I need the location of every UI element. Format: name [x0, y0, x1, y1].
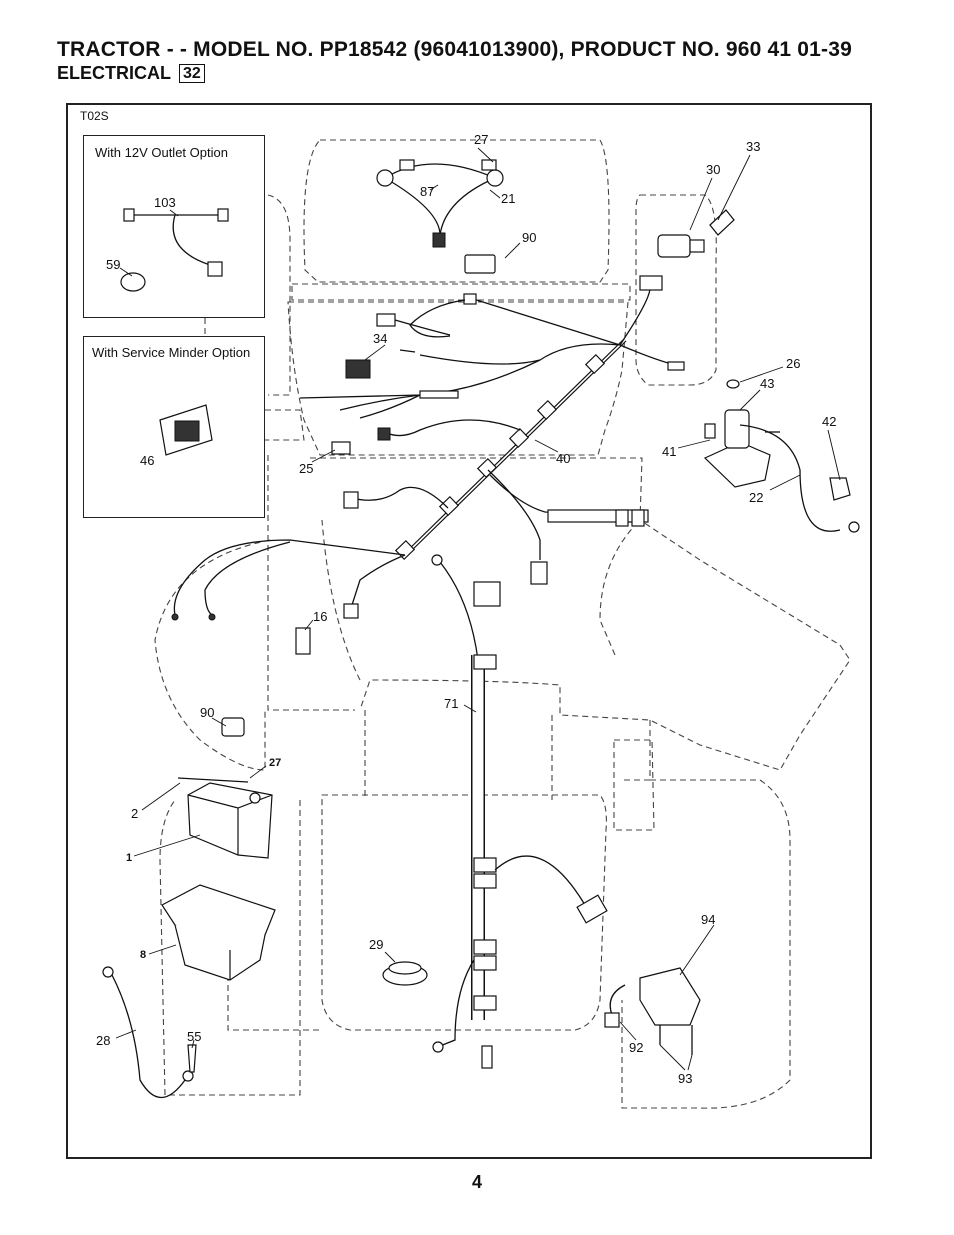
tractor-outline	[154, 139, 851, 1109]
outlet-harness	[120, 208, 229, 292]
callout-42: 42	[822, 414, 836, 429]
leader-lines	[115, 147, 841, 1071]
callout-46: 46	[140, 453, 154, 468]
callout-30: 30	[706, 162, 720, 177]
callout-92: 92	[629, 1040, 643, 1055]
ignition-switch	[657, 209, 735, 258]
callout-16: 16	[313, 609, 327, 624]
main-wire-harness	[171, 275, 685, 621]
callout-40: 40	[556, 451, 570, 466]
page-title: TRACTOR - - MODEL NO. PP18542 (960410139…	[57, 38, 852, 61]
service-minder-module	[159, 404, 213, 456]
callout-79: 87	[420, 184, 434, 199]
ground-cable-71	[431, 554, 608, 1069]
callout-90: 90	[200, 705, 214, 720]
callout-25: 22	[749, 490, 763, 505]
callout-33: 33	[746, 139, 760, 154]
callout-43: 43	[760, 376, 774, 391]
section-title: ELECTRICAL 32	[57, 63, 205, 84]
callout-55: 55	[187, 1029, 201, 1044]
battery	[177, 777, 273, 859]
callout-21: 21	[501, 191, 515, 206]
callout-27-battery: 27	[269, 757, 281, 769]
callout-29: 29	[369, 937, 383, 952]
callout-103: 103	[154, 195, 176, 210]
callout-27-top: 26	[786, 356, 800, 371]
diagram-code: T02S	[80, 109, 109, 123]
callout-34: 34	[373, 331, 387, 346]
callout-93: 93	[678, 1071, 692, 1086]
callout-71: 71	[444, 696, 458, 711]
starter-solenoid	[703, 379, 860, 533]
callout-28: 28	[96, 1033, 110, 1048]
callout-22: 27	[474, 132, 488, 147]
round-part-29	[382, 961, 428, 986]
callout-94: 94	[701, 912, 715, 927]
fuse-holder-16	[295, 627, 311, 655]
callout-1: 1	[126, 852, 132, 864]
switch-34	[345, 359, 371, 379]
callout-2: 2	[131, 806, 138, 821]
diagram-frame	[66, 103, 872, 1159]
switch-87	[464, 254, 496, 274]
inset-12v-outlet-label: With 12V Outlet Option	[95, 145, 228, 160]
relay-26	[331, 441, 351, 455]
battery-cable-28	[102, 966, 197, 1098]
callout-8: 8	[140, 949, 146, 961]
section-number-badge: 32	[179, 64, 205, 83]
interlock-module	[604, 967, 701, 1055]
battery-tray	[161, 884, 276, 981]
page-number: 4	[471, 1172, 482, 1192]
inset-service-minder-label: With Service Minder Option	[92, 345, 251, 360]
section-name: ELECTRICAL	[57, 63, 171, 83]
callout-87: 90	[522, 230, 536, 245]
callout-numbers: 103 59 46 27 87 21 90 30 33 34 26 43 42 …	[96, 132, 836, 1086]
callout-59: 59	[106, 257, 120, 272]
inset-12v-outlet	[83, 135, 265, 318]
headlight-harness	[376, 159, 504, 248]
callout-41: 41	[662, 444, 676, 459]
callout-26: 25	[299, 461, 313, 476]
switch-90	[221, 717, 245, 737]
